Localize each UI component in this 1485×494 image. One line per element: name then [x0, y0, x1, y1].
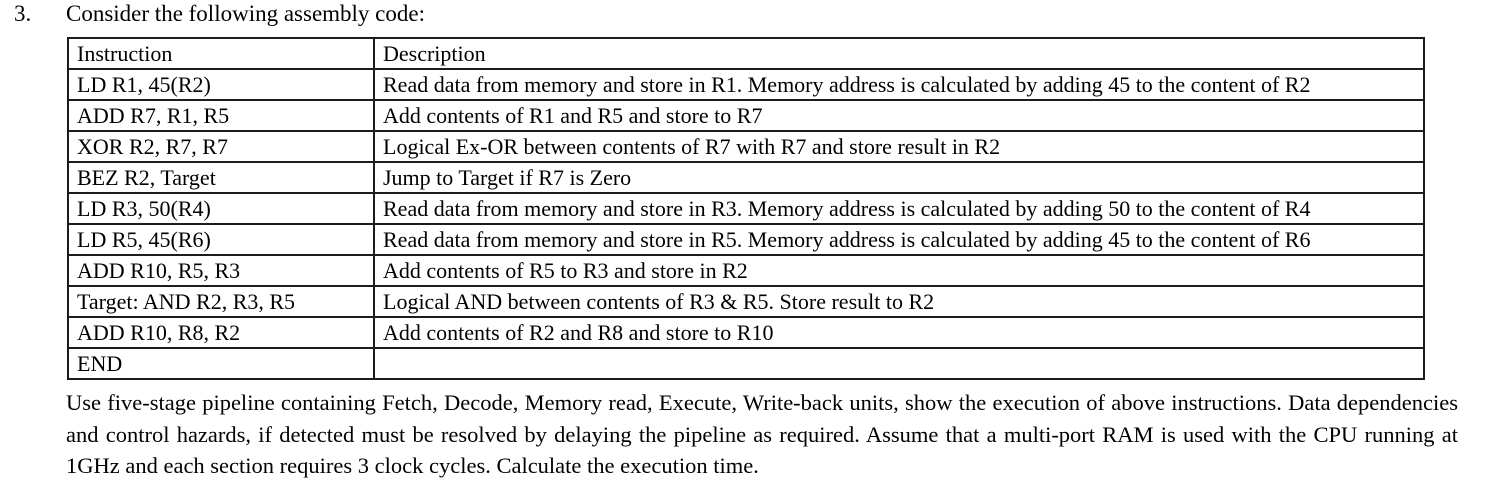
- instruction-cell: Target: AND R2, R3, R5: [67, 285, 375, 318]
- description-cell: Read data from memory and store in R5. M…: [373, 223, 1425, 256]
- description-cell: Add contents of R5 to R3 and store in R2: [373, 254, 1425, 287]
- instruction-cell: BEZ R2, Target: [67, 161, 375, 194]
- instruction-cell: XOR R2, R7, R7: [67, 130, 375, 163]
- column-header-description: Description: [373, 37, 1425, 70]
- description-cell: Add contents of R1 and R5 and store to R…: [373, 99, 1425, 132]
- question-number: 3.: [14, 1, 32, 26]
- table-row: LD R5, 45(R6) Read data from memory and …: [67, 223, 1425, 256]
- description-cell: Logical Ex-OR between contents of R7 wit…: [373, 130, 1425, 163]
- instruction-cell: LD R3, 50(R4): [67, 192, 375, 225]
- table-row: Target: AND R2, R3, R5 Logical AND betwe…: [67, 285, 1425, 318]
- table-row: ADD R7, R1, R5 Add contents of R1 and R5…: [67, 99, 1425, 132]
- instruction-cell: ADD R7, R1, R5: [67, 99, 375, 132]
- table-row: ADD R10, R5, R3 Add contents of R5 to R3…: [67, 254, 1425, 287]
- table-row: LD R1, 45(R2) Read data from memory and …: [67, 68, 1425, 101]
- description-cell: Add contents of R2 and R8 and store to R…: [373, 316, 1425, 349]
- description-cell: [373, 347, 1425, 380]
- question-prompt: Consider the following assembly code:: [66, 1, 425, 26]
- question-body-text: Use five-stage pipeline containing Fetch…: [66, 390, 1458, 478]
- question-heading: 3. Consider the following assembly code:: [0, 0, 1485, 27]
- table-row: XOR R2, R7, R7 Logical Ex-OR between con…: [67, 130, 1425, 163]
- description-cell: Jump to Target if R7 is Zero: [373, 161, 1425, 194]
- table-row: BEZ R2, Target Jump to Target if R7 is Z…: [67, 161, 1425, 194]
- column-header-instruction: Instruction: [67, 37, 375, 70]
- assembly-code-table: Instruction Description LD R1, 45(R2) Re…: [67, 37, 1425, 380]
- description-cell: Read data from memory and store in R3. M…: [373, 192, 1425, 225]
- description-cell: Logical AND between contents of R3 & R5.…: [373, 285, 1425, 318]
- table-row: END: [67, 347, 1425, 380]
- table-row: ADD R10, R8, R2 Add contents of R2 and R…: [67, 316, 1425, 349]
- instruction-cell: END: [67, 347, 375, 380]
- instruction-cell: LD R1, 45(R2): [67, 68, 375, 101]
- instruction-cell: ADD R10, R5, R3: [67, 254, 375, 287]
- instruction-cell: LD R5, 45(R6): [67, 223, 375, 256]
- description-cell: Read data from memory and store in R1. M…: [373, 68, 1425, 101]
- instruction-cell: ADD R10, R8, R2: [67, 316, 375, 349]
- table-row: LD R3, 50(R4) Read data from memory and …: [67, 192, 1425, 225]
- table-header-row: Instruction Description: [67, 37, 1425, 70]
